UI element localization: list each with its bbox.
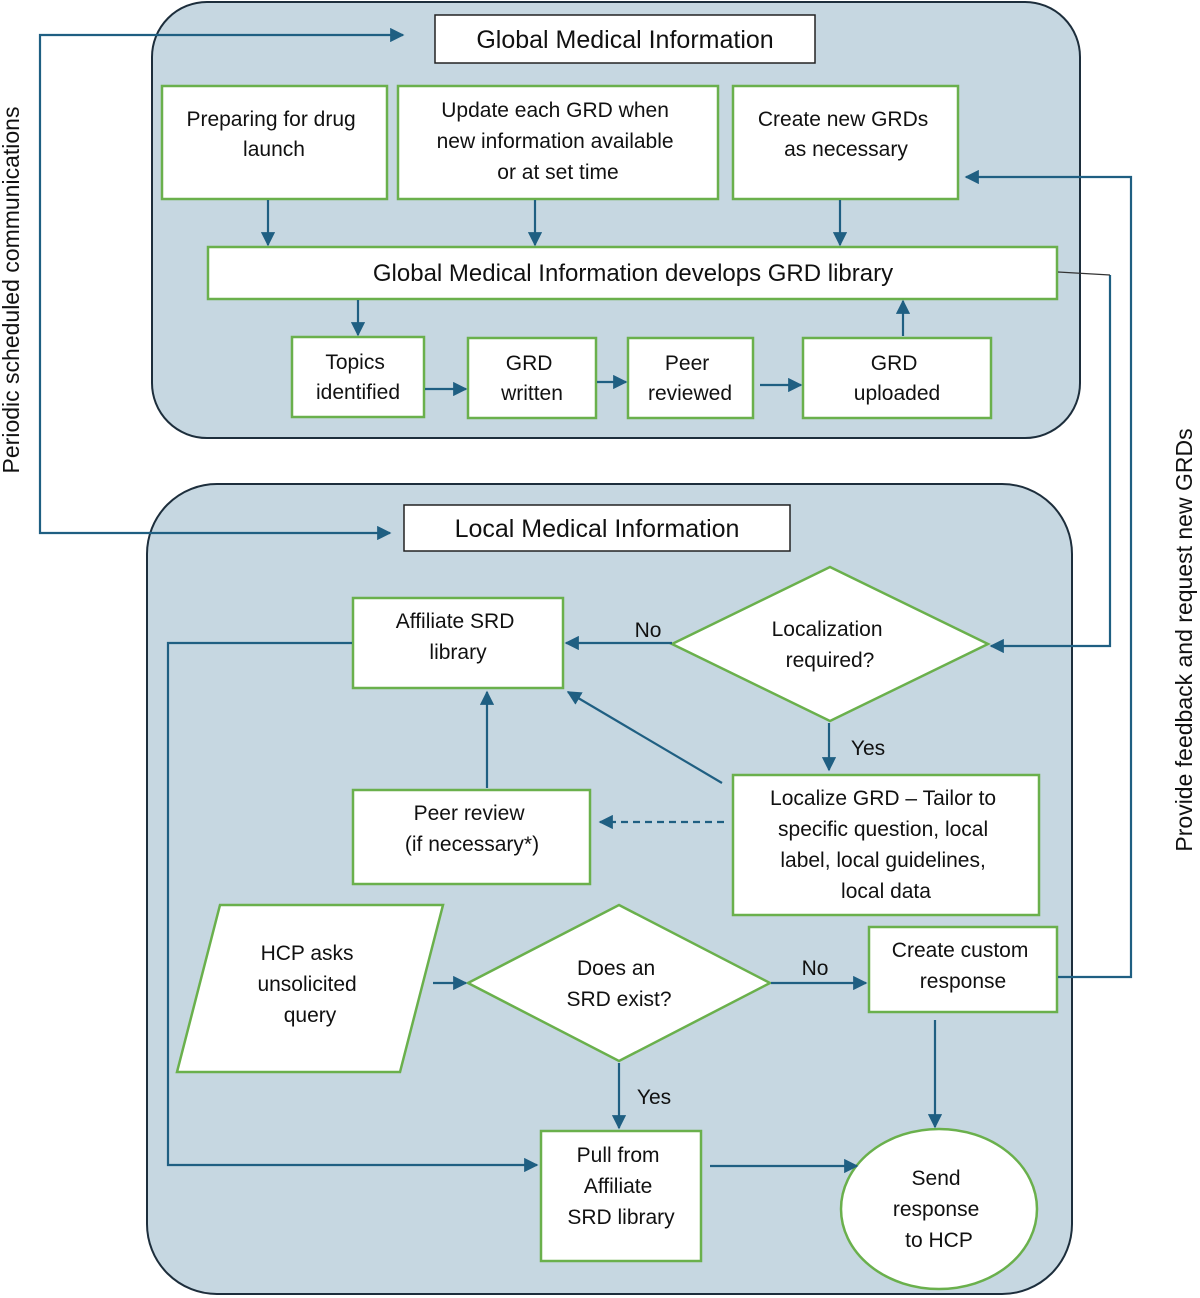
peer-reviewed-box xyxy=(626,336,755,420)
grd-library-text: Global Medical Information develops GRD … xyxy=(373,260,893,287)
arrow-periodic-communications xyxy=(38,27,405,541)
update-grd-text: Update each GRD when new information ava… xyxy=(437,99,680,184)
arrow-feedback-to-create-grds xyxy=(964,169,1133,979)
preparing-launch-text: Preparing for drug launch xyxy=(186,108,361,161)
grd-uploaded-box xyxy=(801,336,993,420)
no-label-srd: No xyxy=(802,957,829,980)
no-label-localization: No xyxy=(635,619,662,642)
affiliate-srd-library-box xyxy=(351,596,565,690)
peer-review-text: Peer review (if necessary*) xyxy=(405,802,539,856)
update-grd-box xyxy=(396,84,720,201)
pull-library-box xyxy=(539,1129,703,1263)
topics-identified-box xyxy=(290,335,426,419)
localize-grd-box xyxy=(731,773,1041,917)
grd-uploaded-text: GRD uploaded xyxy=(854,352,940,405)
custom-response-box xyxy=(867,925,1059,1014)
send-response-text: Send response to HCP xyxy=(893,1167,985,1252)
create-grds-box xyxy=(731,84,960,201)
arrow-library-to-pull xyxy=(166,641,539,1173)
grd-library-box xyxy=(206,245,1059,301)
hcp-query-text: HCP asks unsolicited query xyxy=(257,942,362,1027)
localization-required-diamond xyxy=(669,565,991,723)
pull-library-text: Pull from Affiliate SRD library xyxy=(567,1144,675,1229)
localize-grd-text: Localize GRD – Tailor to specific questi… xyxy=(770,787,1002,903)
localization-required-text: Localization required? xyxy=(772,618,889,672)
srd-exists-text: Does an SRD exist? xyxy=(566,957,671,1011)
feedback-request-label: Provide feedback and request new GRDs xyxy=(1171,428,1197,851)
local-title: Local Medical Information xyxy=(455,515,740,543)
create-grds-text: Create new GRDs as necessary xyxy=(758,108,934,161)
global-title: Global Medical Information xyxy=(476,26,773,54)
peer-review-box xyxy=(351,788,592,886)
yes-label-localization: Yes xyxy=(851,737,885,760)
grd-written-text: GRD written xyxy=(500,352,563,405)
periodic-communications-label: Periodic scheduled communications xyxy=(0,107,24,474)
arrow-localize-to-library xyxy=(566,691,723,784)
custom-response-text: Create custom response xyxy=(892,939,1034,993)
connector-library-out xyxy=(1057,271,1111,276)
global-title-box xyxy=(434,14,816,64)
send-response-circle xyxy=(839,1127,1039,1291)
arrow-library-to-localization xyxy=(989,275,1112,654)
srd-exists-diamond xyxy=(465,903,773,1063)
hcp-query-parallelogram xyxy=(175,903,445,1074)
peer-reviewed-text: Peer reviewed xyxy=(648,352,732,405)
yes-label-srd: Yes xyxy=(637,1086,671,1109)
affiliate-srd-library-text: Affiliate SRD library xyxy=(396,610,521,664)
grd-written-box xyxy=(466,336,598,420)
